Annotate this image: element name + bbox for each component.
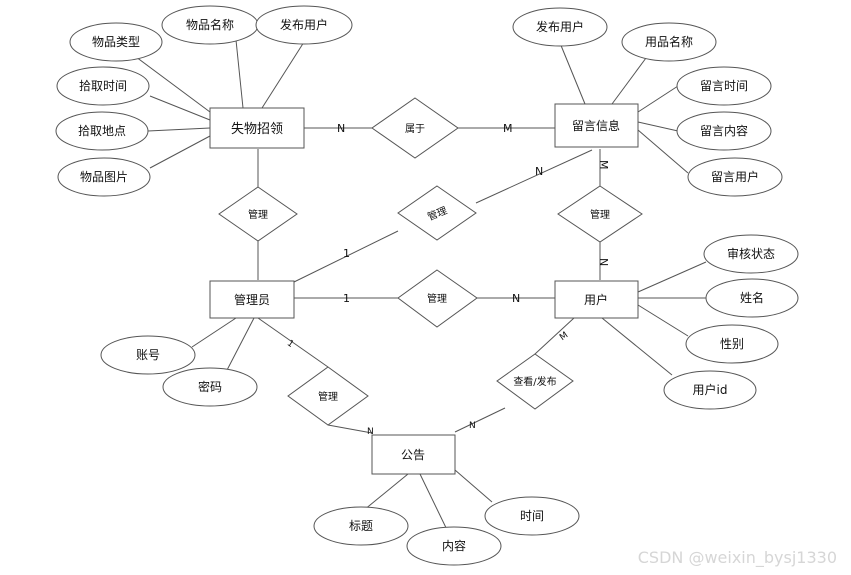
attribute-notice-content: 内容 [406,526,502,566]
attribute-user-status-label: 审核状态 [727,246,775,261]
relationship-manage-user-msg-label: 管理 [590,208,610,221]
attribute-user-status: 审核状态 [703,234,799,274]
attribute-msg-time-label: 留言时间 [700,79,748,93]
cardinality-user-notice-side: M [558,330,570,343]
attribute-admin-password-label: 密码 [198,379,222,394]
relationship-belongs-label: 属于 [405,123,425,135]
relationship-belongs: 属于 [371,97,459,159]
relationship-manage-lost: 管理 [218,186,298,242]
attribute-user-name-label: 姓名 [740,290,764,305]
attribute-notice-time: 时间 [484,496,580,536]
cardinality-admin-manage-msg: 1 [343,247,350,260]
entity-message: 留言信息 [554,103,639,148]
attribute-lf-publisher-label: 发布用户 [280,17,328,32]
entity-lost-found: 失物招领 [209,107,305,149]
attribute-lf-place: 拾取地点 [55,111,149,151]
relationship-manage-notice-label: 管理 [318,390,338,403]
cardinality-notice-admin-side: N [367,427,374,437]
attribute-user-gender-label: 性别 [720,337,744,351]
attribute-msg-publisher-label: 发布用户 [536,19,584,34]
attribute-notice-time-label: 时间 [520,509,544,523]
cardinality-admin-manage-user: 1 [343,292,350,305]
cardinality-notice-user-side: N [469,421,476,431]
attribute-admin-password: 密码 [162,367,258,407]
attribute-msg-item: 用品名称 [621,22,717,62]
attribute-user-id-label: 用户id [693,382,728,397]
attribute-user-gender: 性别 [685,324,779,364]
attribute-msg-item-label: 用品名称 [645,34,693,49]
relationship-manage-user-label: 管理 [427,292,447,305]
attribute-lf-time: 拾取时间 [56,66,150,106]
entity-admin: 管理员 [209,280,295,319]
relationship-manage-notice: 管理 [287,366,369,426]
relationship-manage-user: 管理 [397,269,478,328]
entity-message-label: 留言信息 [572,118,620,133]
relationship-view-publish-label: 查看/发布 [513,375,556,388]
entity-notice-label: 公告 [401,448,425,462]
entity-user-label: 用户 [584,292,608,307]
cardinality-belongs-msg: M [503,122,513,135]
relationship-manage-user-msg: 管理 [557,185,643,243]
attribute-lf-publisher: 发布用户 [255,5,353,45]
attribute-lf-type-label: 物品类型 [92,35,140,49]
attribute-user-name: 姓名 [705,278,799,318]
attribute-lf-image: 物品图片 [57,157,151,197]
attribute-msg-publisher: 发布用户 [512,7,608,47]
cardinality-manage-msg-side: N [535,165,543,178]
attribute-lf-type: 物品类型 [69,22,163,62]
attribute-msg-time: 留言时间 [676,66,772,106]
relationship-view-publish: 查看/发布 [496,353,574,410]
cardinality-lf-belongs: N [337,122,345,135]
attribute-lf-image-label: 物品图片 [80,170,128,184]
entity-notice: 公告 [371,434,456,475]
attribute-user-id: 用户id [663,370,757,410]
attribute-lf-name-label: 物品名称 [186,17,234,32]
attribute-msg-user-label: 留言用户 [711,169,759,184]
attribute-notice-title-label: 标题 [349,519,373,533]
attribute-admin-account: 账号 [100,335,196,375]
cardinality-msg-manage-bottom: N [597,258,610,266]
cardinality-admin-notice: 1 [285,339,295,350]
entity-lost-found-label: 失物招领 [231,122,283,137]
attribute-msg-content: 留言内容 [676,111,772,151]
entity-admin-label: 管理员 [234,292,270,307]
attribute-lf-time-label: 拾取时间 [79,78,127,93]
attribute-notice-content-label: 内容 [442,538,466,553]
cardinality-manage-user-side: N [512,292,520,305]
cardinality-msg-manage-top: M [597,160,610,170]
attribute-notice-title: 标题 [313,506,409,546]
attribute-msg-user: 留言用户 [687,157,783,197]
attribute-msg-content-label: 留言内容 [700,123,748,138]
attribute-admin-account-label: 账号 [136,348,160,362]
attribute-lf-place-label: 拾取地点 [78,123,126,138]
attribute-lf-name: 物品名称 [161,5,259,45]
relationship-manage-lost-label: 管理 [248,208,268,221]
relationship-manage-message: 管理 [397,185,477,241]
connector-lines [115,39,707,537]
entity-user: 用户 [554,280,639,319]
watermark: CSDN @weixin_bysj1330 [637,548,837,567]
